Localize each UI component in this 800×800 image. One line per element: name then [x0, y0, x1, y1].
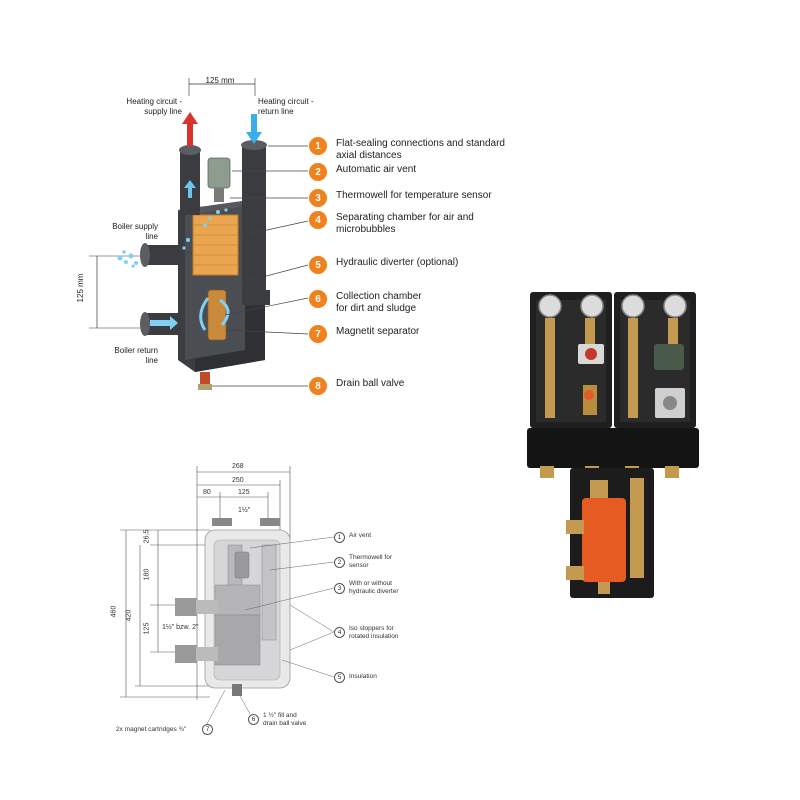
dim-250: 250 — [232, 477, 244, 484]
callout-number: 1 — [309, 137, 327, 155]
callout-5: 5 Hydraulic diverter (optional) — [309, 256, 526, 274]
label-heating-supply: Heating circuit - supply line — [126, 97, 182, 116]
callout-text: Hydraulic diverter (optional) — [336, 257, 459, 268]
drawing-label-drain-valve: 1 ½" fill and drain ball valve — [263, 712, 307, 727]
callout-text: Thermowell for temperature sensor — [336, 190, 492, 201]
callout-2: 2 Automatic air vent — [309, 163, 526, 181]
drawing-marker-2: 2 — [334, 557, 345, 568]
label-boiler-return: Boiler return line — [114, 346, 158, 365]
drawing-label-hydraulic-diverter: With or without hydraulic diverter — [349, 580, 399, 595]
callout-number: 4 — [309, 211, 327, 229]
callout-text: Collection chamber for dirt and sludge — [336, 291, 422, 314]
thread-top-label: 1½" — [238, 507, 251, 514]
callout-number: 6 — [309, 290, 327, 308]
callout-3: 3 Thermowell for temperature sensor — [309, 189, 526, 207]
callout-number: 5 — [309, 256, 327, 274]
callout-number: 2 — [309, 163, 327, 181]
label-heating-return: Heating circuit - return line — [258, 97, 314, 116]
callout-7: 7 Magnetit separator — [309, 325, 526, 343]
drawing-marker-6: 6 — [248, 714, 259, 725]
thread-side-label: 1½" bzw. 2" — [162, 624, 199, 631]
dim-125-top: 125 — [238, 489, 250, 496]
dim-125-side: 125 — [143, 622, 151, 635]
drawing-marker-3: 3 — [334, 583, 345, 594]
callout-text: Automatic air vent — [336, 164, 417, 175]
dim-80: 80 — [203, 489, 211, 496]
callout-number: 3 — [309, 189, 327, 207]
callout-text: Drain ball valve — [336, 378, 405, 389]
callout-1: 1 Flat-sealing connections and standard … — [309, 137, 526, 162]
callout-number: 8 — [309, 377, 327, 395]
drawing-label-iso-stoppers: Iso stoppers for rotated insulation — [349, 625, 399, 640]
drawing-marker-1: 1 — [334, 532, 345, 543]
callout-number: 7 — [309, 325, 327, 343]
dim-26-5: 26.5 — [143, 529, 151, 544]
callout-8: 8 Drain ball valve — [309, 377, 526, 395]
dim-268: 268 — [232, 463, 244, 470]
dim-180: 180 — [143, 568, 151, 581]
dim-420: 420 — [125, 609, 133, 622]
drawing-label-insulation: Insulation — [349, 673, 377, 680]
label-boiler-supply: Boiler supply line — [112, 222, 158, 241]
callout-text: Magnetit separator — [336, 326, 420, 337]
dim-125mm-top: 125 mm — [205, 76, 235, 85]
callout-6: 6 Collection chamber for dirt and sludge — [309, 290, 436, 315]
callout-4: 4 Separating chamber for air and microbu… — [309, 211, 496, 236]
dim-460: 460 — [110, 605, 118, 618]
drawing-label-magnet-cartridges: 2x magnet cartridges ¾" — [116, 726, 187, 733]
drawing-marker-7: 7 — [202, 724, 213, 735]
callout-text: Flat-sealing connections and standard ax… — [336, 138, 505, 161]
drawing-label-thermowell: Thermowell for sensor — [349, 554, 392, 569]
drawing-label-air-vent: Air vent — [349, 532, 372, 539]
drawing-marker-4: 4 — [334, 627, 345, 638]
callout-text: Separating chamber for air and microbubb… — [336, 212, 474, 235]
drawing-marker-5: 5 — [334, 672, 345, 683]
